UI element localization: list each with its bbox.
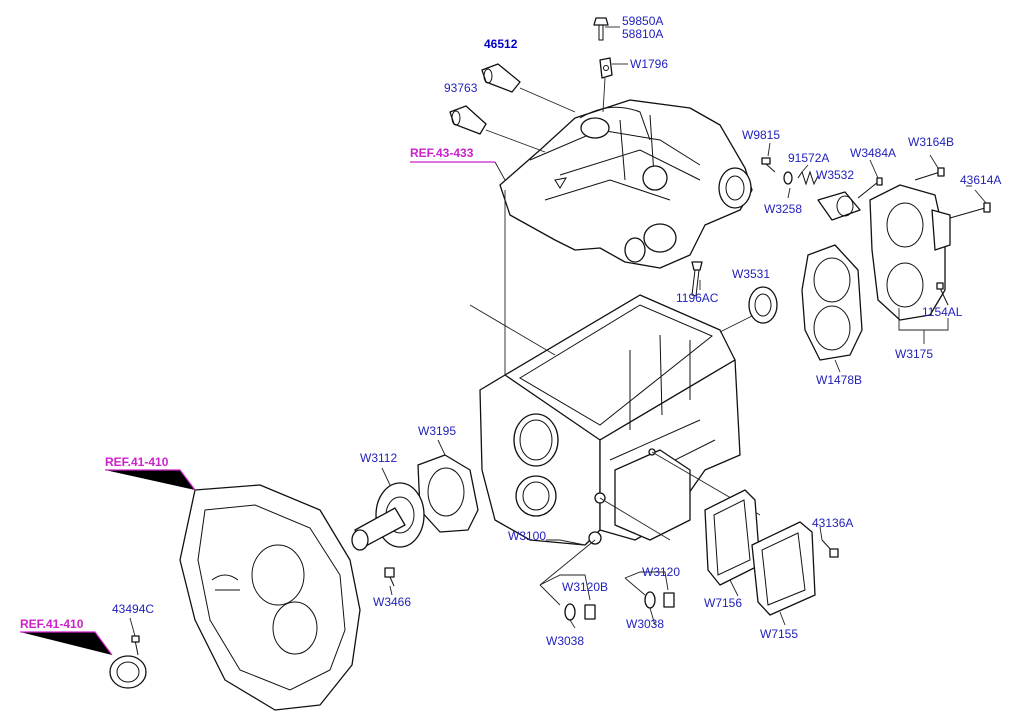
label-w3120: W3120 xyxy=(642,565,680,579)
gasket-w7156 xyxy=(704,489,761,586)
bolt-1154al xyxy=(936,282,949,306)
ref-label-41-410-a: REF.41-410 xyxy=(105,455,169,469)
bolt-w3484a xyxy=(857,177,883,199)
solenoid-46512 xyxy=(481,63,576,113)
washer-w3038-a xyxy=(564,603,576,621)
plug-w3120 xyxy=(663,592,675,608)
label-93763: 93763 xyxy=(444,81,478,95)
bolt-43614a xyxy=(949,202,991,219)
seal-w3531 xyxy=(719,286,778,333)
label-leaders xyxy=(129,26,987,637)
label-w7155: W7155 xyxy=(760,627,798,641)
converter-housing xyxy=(179,484,361,711)
label-w1478b: W1478B xyxy=(816,373,862,387)
label-w3112: W3112 xyxy=(360,451,397,465)
label-w3531: W3531 xyxy=(732,267,770,281)
bolt-59850a xyxy=(593,17,609,41)
ref-leader-41-410-a xyxy=(105,469,196,491)
label-59850a: 59850A xyxy=(622,14,663,28)
gasket-w1478b xyxy=(801,244,863,361)
leader-w3038-b xyxy=(624,577,646,596)
ref-leader-41-410-b xyxy=(20,631,113,656)
label-46512: 46512 xyxy=(484,37,518,51)
label-w3100: W3100 xyxy=(508,529,546,543)
bolt-w3164b xyxy=(914,167,945,181)
plug-w3120b xyxy=(584,604,596,620)
bolt-1196ac xyxy=(691,261,703,297)
bolt-w3466 xyxy=(384,567,395,587)
transmission-case-w3100 xyxy=(479,294,741,546)
label-43494c: 43494C xyxy=(112,602,154,616)
bolt-w9815 xyxy=(761,157,776,173)
label-w9815: W9815 xyxy=(742,128,780,142)
label-w3038-b: W3038 xyxy=(626,617,664,631)
label-w3258: W3258 xyxy=(764,202,802,216)
washer-w3258 xyxy=(783,171,793,185)
label-58810a: 58810A xyxy=(622,27,663,41)
solenoid-93763 xyxy=(449,105,546,153)
leader-case-top xyxy=(469,304,556,356)
label-w7156: W7156 xyxy=(704,596,742,610)
ref-connector-43-433 xyxy=(494,161,506,181)
label-w1796: W1796 xyxy=(630,57,668,71)
shaft-w3532 xyxy=(817,191,861,221)
cover-plate-w7155 xyxy=(751,521,816,616)
ref-label-43-433: REF.43-433 xyxy=(410,146,474,160)
label-43614a: 43614A xyxy=(960,173,1001,187)
gasket-w3195 xyxy=(417,454,479,533)
bolt-43136a xyxy=(821,539,839,558)
leader-w3120 xyxy=(599,497,671,541)
label-w3175: W3175 xyxy=(895,347,933,361)
ref-label-41-410-b: REF.41-410 xyxy=(20,617,84,631)
leader-w3120b xyxy=(539,539,596,586)
spring-91572a xyxy=(797,170,819,186)
label-w3164b: W3164B xyxy=(908,135,954,149)
label-w3038-a: W3038 xyxy=(546,634,584,648)
label-w3484a: W3484A xyxy=(850,146,896,160)
leader-w3038-a xyxy=(539,584,561,606)
label-w3120b: W3120B xyxy=(562,580,608,594)
pump-cover-w3112 xyxy=(351,482,425,551)
valve-body-assembly xyxy=(499,99,753,269)
label-w3466: W3466 xyxy=(373,595,411,609)
label-91572a: 91572A xyxy=(788,151,829,165)
label-43136a: 43136A xyxy=(812,516,853,530)
washer-w3038-b xyxy=(644,591,656,609)
bracket-w1796 xyxy=(599,57,613,113)
bearing-43494c xyxy=(109,635,147,689)
cover-w3175 xyxy=(869,184,951,321)
label-1196ac: 1196AC xyxy=(676,291,719,305)
label-w3195: W3195 xyxy=(418,424,456,438)
label-1154al: 1154AL xyxy=(922,305,963,319)
label-w3532: W3532 xyxy=(816,168,854,182)
